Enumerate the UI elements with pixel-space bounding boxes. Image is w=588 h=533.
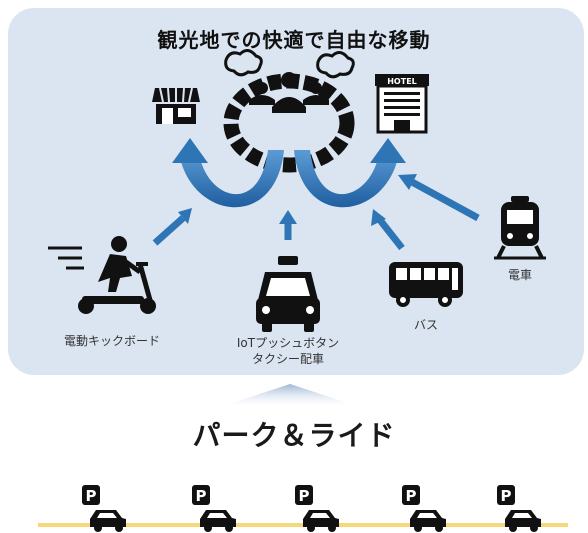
- svg-text:HOTEL: HOTEL: [387, 77, 417, 86]
- parking-sign-label: P: [299, 487, 310, 505]
- train-label: 電車: [507, 268, 532, 282]
- train-icon: [494, 196, 546, 260]
- park-and-ride-title: パーク＆ライド: [192, 419, 396, 452]
- parking-car-icon: P: [497, 485, 541, 532]
- scooter-icon: [48, 236, 156, 314]
- feeder-arrows: [152, 174, 480, 251]
- hotel-icon: HOTEL: [375, 74, 429, 134]
- bus-label: バス: [413, 318, 438, 332]
- parking-car-icon: P: [82, 485, 126, 532]
- parking-sign-label: P: [406, 487, 417, 505]
- taxi-label-line1: IoTプッシュボタン: [236, 336, 340, 350]
- taxi-label-line2: タクシー配車: [251, 352, 324, 366]
- taxi-icon: [256, 256, 320, 332]
- parking-sign-label: P: [86, 487, 97, 505]
- park-ride-up-arrow: [226, 384, 354, 405]
- diagram-title: 観光地での快適で自由な移動: [157, 28, 431, 52]
- parking-sign-label: P: [196, 487, 207, 505]
- scooter-label: 電動キックボード: [63, 334, 160, 348]
- parking-car-icon: P: [402, 485, 446, 532]
- parking-sign-label: P: [501, 487, 512, 505]
- bus-icon: [389, 262, 463, 307]
- tourist-crowd-icon: [223, 49, 355, 173]
- flow-arrows-main: [172, 138, 406, 208]
- shop-icon: [152, 87, 200, 124]
- parking-lots: P P P P P: [82, 485, 541, 532]
- parking-car-icon: P: [295, 485, 339, 532]
- parking-car-icon: P: [192, 485, 236, 532]
